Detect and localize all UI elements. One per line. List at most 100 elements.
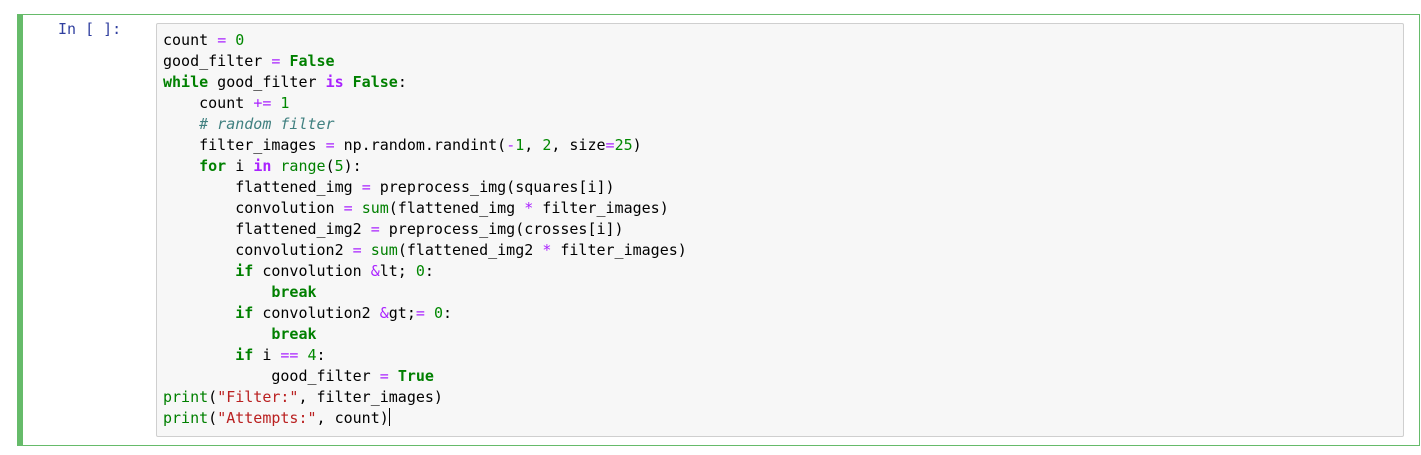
code-token: lt; <box>379 262 416 280</box>
code-token: False <box>352 73 398 91</box>
code-token: , <box>524 136 543 154</box>
code-token <box>163 262 235 280</box>
code-token: 0 <box>235 31 245 49</box>
code-token: preprocess_img(squares[i]) <box>370 178 615 196</box>
code-token: "Attempts:" <box>217 409 317 427</box>
code-token <box>344 73 353 91</box>
code-token: i <box>226 157 254 175</box>
code-token: 0 <box>433 304 443 322</box>
code-token: = <box>379 367 389 385</box>
text-cursor <box>388 408 390 426</box>
code-token: filter_images) <box>533 199 669 217</box>
code-token: == <box>280 346 299 364</box>
code-token: True <box>397 367 434 385</box>
code-token: ( <box>325 157 335 175</box>
code-token: , count) <box>316 409 389 427</box>
code-line: filter_images = np.random.randint(-1, 2,… <box>163 135 687 156</box>
code-token: = <box>325 136 335 154</box>
code-token: for <box>199 157 227 175</box>
code-token: flattened_img2 <box>163 220 371 238</box>
code-token <box>163 115 199 133</box>
code-token: if <box>235 346 254 364</box>
code-token: 5 <box>334 157 344 175</box>
code-token: = <box>352 241 362 259</box>
code-token: : <box>424 262 434 280</box>
code-token: , size <box>551 136 606 154</box>
code-token: convolution2 <box>163 241 353 259</box>
code-token: - <box>506 136 516 154</box>
code-token: (flattened_img2 <box>397 241 543 259</box>
code-token: 2 <box>542 136 552 154</box>
code-token: = <box>217 31 227 49</box>
code-token <box>163 157 199 175</box>
code-token: 25 <box>614 136 633 154</box>
code-token: convolution <box>253 262 371 280</box>
code-token: * <box>524 199 534 217</box>
code-token: ( <box>208 388 218 406</box>
code-line: break <box>163 282 687 303</box>
code-token: preprocess_img(crosses[i]) <box>379 220 624 238</box>
code-token: # random filter <box>199 115 335 133</box>
code-token: * <box>542 241 552 259</box>
code-line: convolution2 = sum(flattened_img2 * filt… <box>163 240 687 261</box>
code-token: count <box>163 31 218 49</box>
code-token: filter_images) <box>551 241 687 259</box>
code-token: = <box>343 199 353 217</box>
code-token: if <box>235 304 254 322</box>
code-line: # random filter <box>163 114 687 135</box>
code-token <box>425 304 434 322</box>
code-line: good_filter = False <box>163 51 687 72</box>
code-token: = <box>605 136 615 154</box>
code-token: break <box>271 283 317 301</box>
code-token: np.random.randint( <box>334 136 507 154</box>
code-token: print <box>163 388 209 406</box>
code-token: is <box>325 73 344 91</box>
code-token: False <box>289 52 335 70</box>
code-token: flattened_img <box>163 178 362 196</box>
code-token: if <box>235 262 254 280</box>
code-line: break <box>163 324 687 345</box>
code-token: = <box>361 178 371 196</box>
code-token: = <box>415 304 425 322</box>
code-token: = <box>370 220 380 238</box>
code-token: filter_images <box>163 136 326 154</box>
code-token: in <box>253 157 272 175</box>
code-line: while good_filter is False: <box>163 72 687 93</box>
code-token: 4 <box>307 346 317 364</box>
code-token: : <box>316 346 326 364</box>
code-token: break <box>271 325 317 343</box>
code-token: "Filter:" <box>217 388 299 406</box>
code-line: if convolution &lt; 0: <box>163 261 687 282</box>
code-token <box>163 346 235 364</box>
code-line: good_filter = True <box>163 366 687 387</box>
code-token: range <box>280 157 326 175</box>
code-line: convolution = sum(flattened_img * filter… <box>163 198 687 219</box>
code-token <box>389 367 398 385</box>
code-token: print <box>163 409 209 427</box>
code-token: 1 <box>280 94 290 112</box>
code-line: print("Filter:", filter_images) <box>163 387 687 408</box>
code-token: sum <box>370 241 398 259</box>
code-token <box>163 283 271 301</box>
input-prompt: In [ ]: <box>58 20 122 38</box>
code-token: good_filter <box>208 73 326 91</box>
code-line: count += 1 <box>163 93 687 114</box>
code-token: sum <box>361 199 389 217</box>
code-token: ): <box>343 157 362 175</box>
code-line: print("Attempts:", count) <box>163 408 687 429</box>
code-token: convolution <box>163 199 344 217</box>
code-line: if convolution2 &gt;= 0: <box>163 303 687 324</box>
code-token <box>163 325 271 343</box>
code-line: if i == 4: <box>163 345 687 366</box>
code-token: = <box>271 52 281 70</box>
code-token: good_filter <box>163 367 380 385</box>
code-line: flattened_img2 = preprocess_img(crosses[… <box>163 219 687 240</box>
code-token: ) <box>632 136 642 154</box>
code-token <box>362 241 371 259</box>
code-line: flattened_img = preprocess_img(squares[i… <box>163 177 687 198</box>
code-token <box>353 199 362 217</box>
code-token: convolution2 <box>253 304 380 322</box>
code-token <box>226 31 235 49</box>
